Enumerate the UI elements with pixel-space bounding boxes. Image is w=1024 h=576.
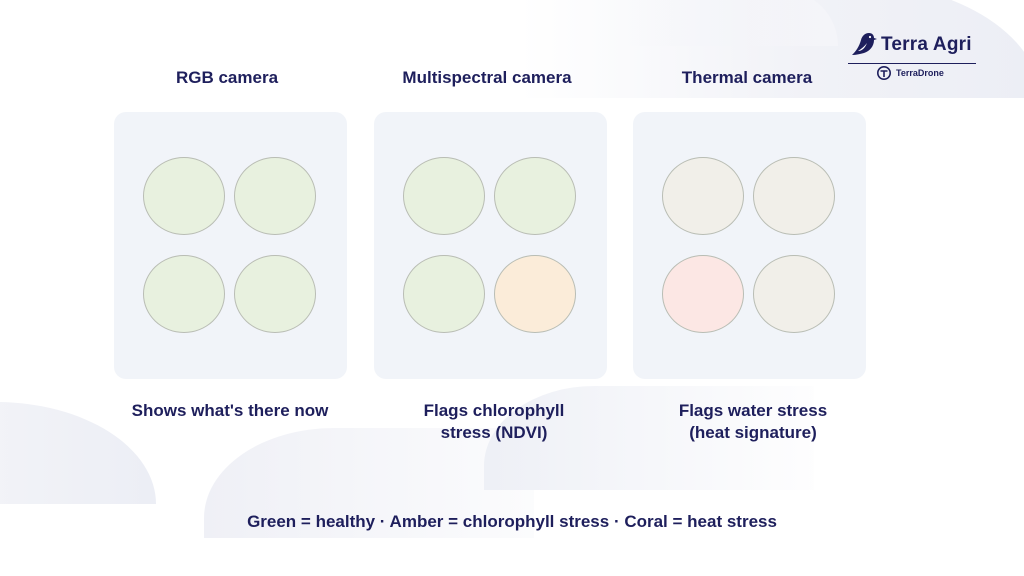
column-title-multispectral: Multispectral camera — [402, 68, 572, 87]
logo-divider — [848, 63, 976, 64]
caption-line: (heat signature) — [689, 423, 817, 442]
color-legend: Green = healthy · Amber = chlorophyll st… — [247, 512, 777, 531]
brand-sub: TerraDrone — [896, 68, 944, 78]
terra-agri-logo: Terra Agri TerraDrone — [848, 28, 976, 84]
plant-circle — [143, 157, 225, 235]
plant-circle — [494, 255, 576, 333]
brand-name: Terra Agri — [881, 34, 972, 55]
plant-circle — [234, 255, 316, 333]
caption-line: Shows what's there now — [131, 401, 329, 420]
caption-thermal: Flags water stress (heat signature) — [623, 400, 883, 444]
bird-logo-icon — [852, 33, 877, 55]
plant-circle — [143, 255, 225, 333]
drone-logo-icon — [877, 66, 891, 80]
plant-circle — [753, 255, 835, 333]
plant-circle — [662, 255, 744, 333]
panel-rgb — [114, 112, 347, 379]
plant-circle — [753, 157, 835, 235]
panel-multispectral — [374, 112, 607, 379]
caption-line: stress (NDVI) — [440, 423, 548, 442]
caption-line: Flags chlorophyll — [423, 401, 565, 420]
panel-thermal — [633, 112, 866, 379]
plant-circle — [234, 157, 316, 235]
background-shape-top-inner — [620, 0, 838, 46]
caption-rgb: Shows what's there now — [100, 400, 360, 422]
plant-circle — [403, 255, 485, 333]
plant-circle — [494, 157, 576, 235]
column-title-rgb: RGB camera — [175, 68, 279, 87]
caption-multispectral: Flags chlorophyll stress (NDVI) — [364, 400, 624, 444]
plant-circle — [662, 157, 744, 235]
column-title-thermal: Thermal camera — [681, 68, 813, 87]
logo-sub: TerraDrone — [876, 66, 944, 80]
logo-main: Terra Agri — [848, 28, 972, 62]
plant-circle — [403, 157, 485, 235]
caption-line: Flags water stress — [678, 401, 828, 420]
